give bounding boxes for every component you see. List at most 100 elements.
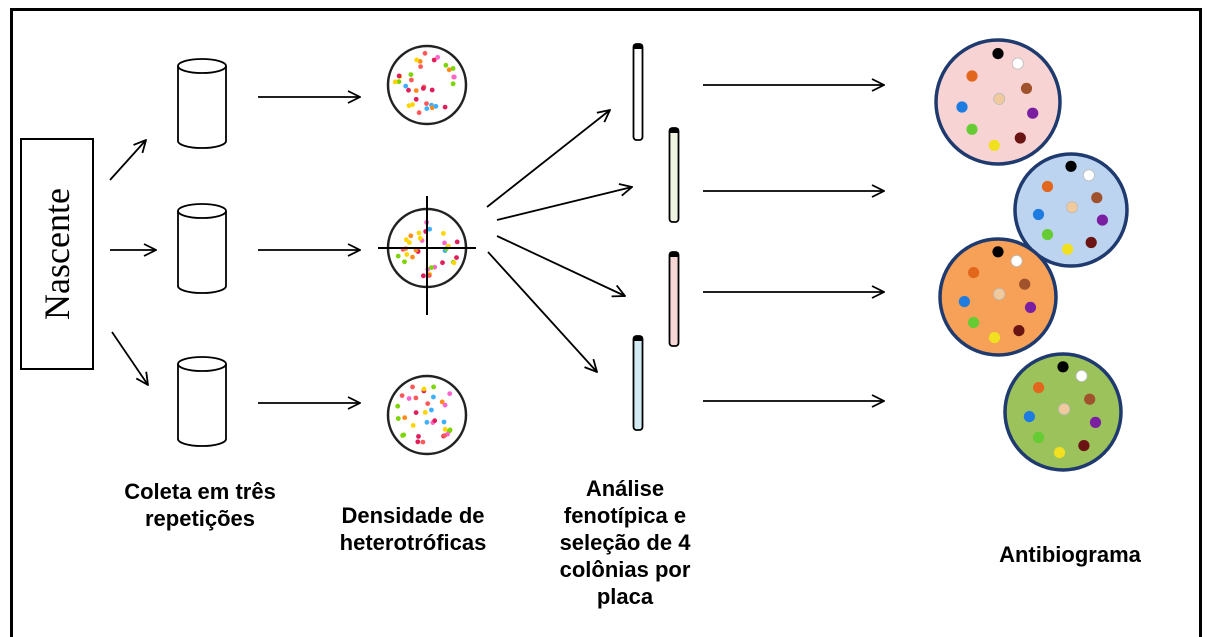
colony-dot bbox=[410, 102, 415, 107]
colony-dot bbox=[399, 393, 405, 398]
colony-dot bbox=[431, 384, 436, 390]
antibiogram-plate bbox=[938, 237, 1058, 357]
colony-tube bbox=[668, 127, 680, 223]
colony-dot bbox=[403, 83, 409, 89]
caption-collection-line: repetições bbox=[144, 506, 256, 531]
colony-dot bbox=[450, 81, 456, 87]
colony-dot bbox=[421, 386, 427, 392]
colony-dot bbox=[429, 87, 435, 93]
caption-antibiogram: Antibiograma bbox=[965, 541, 1175, 568]
density-plate bbox=[386, 374, 468, 456]
antibiogram-plate bbox=[1003, 352, 1123, 472]
colony-dot bbox=[433, 103, 439, 109]
colony-dot bbox=[413, 395, 419, 401]
colony-dot bbox=[402, 259, 407, 265]
colony-dot bbox=[442, 104, 448, 110]
isolated-colony-tubes bbox=[632, 43, 680, 431]
colony-dot bbox=[409, 77, 414, 83]
colony-dot bbox=[429, 265, 434, 270]
antibiotic-disc bbox=[966, 123, 978, 135]
colony-dot bbox=[422, 410, 428, 415]
colony-dot bbox=[404, 252, 410, 257]
colony-dot bbox=[416, 434, 421, 439]
colony-dot bbox=[431, 57, 437, 63]
colony-dot bbox=[400, 433, 405, 438]
colony-dot bbox=[420, 439, 426, 445]
colony-dot bbox=[410, 254, 415, 260]
colony-dot bbox=[454, 255, 459, 260]
antibiotic-disc bbox=[1053, 447, 1066, 459]
colony-dot bbox=[410, 423, 416, 428]
colony-dot bbox=[395, 403, 401, 409]
colony-dot bbox=[416, 230, 422, 236]
antibiotic-disc bbox=[1085, 236, 1097, 249]
colony-dot bbox=[440, 260, 445, 266]
colony-dot bbox=[442, 240, 447, 246]
caption-density-line: heterotróficas bbox=[339, 530, 487, 555]
colony-dot bbox=[431, 394, 436, 400]
arrow-source-to-cylinder-3 bbox=[111, 331, 148, 385]
antibiotic-disc bbox=[968, 316, 980, 329]
arrow-plate-to-tube-3 bbox=[496, 235, 625, 296]
colony-dot bbox=[447, 391, 453, 397]
antibiotic-disc bbox=[992, 48, 1004, 60]
antibiotic-disc bbox=[988, 139, 1000, 151]
colony-tube bbox=[632, 335, 644, 431]
colony-dot bbox=[429, 105, 435, 111]
antibiotic-disc bbox=[1075, 369, 1088, 382]
colony-dot bbox=[424, 101, 429, 106]
antibiotic-disc bbox=[1091, 192, 1103, 204]
colony-dot bbox=[406, 87, 411, 93]
collection-cylinder bbox=[177, 58, 227, 149]
antibiotic-disc bbox=[958, 296, 971, 308]
antibiotic-disc bbox=[993, 288, 1006, 301]
colony-dot bbox=[435, 54, 441, 60]
colony-dot bbox=[403, 237, 409, 243]
antibiotic-disc bbox=[992, 246, 1004, 258]
colony-dot bbox=[442, 433, 447, 439]
antibiotic-disc bbox=[1032, 208, 1045, 221]
antibiotic-disc bbox=[966, 70, 978, 82]
collection-cylinder bbox=[177, 203, 227, 294]
colony-dot bbox=[443, 62, 449, 68]
colony-dot bbox=[413, 410, 419, 415]
diagram-frame bbox=[10, 8, 1202, 637]
antibiotic-disc bbox=[1065, 160, 1077, 172]
caption-density: Densidade de heterotróficas bbox=[318, 502, 508, 556]
colony-dot bbox=[451, 260, 457, 266]
antibiotic-disc bbox=[1010, 254, 1023, 267]
arrow-plate-to-tube-2 bbox=[496, 187, 632, 221]
colony-dot bbox=[413, 96, 419, 102]
source-arrows bbox=[109, 140, 156, 385]
colony-dot bbox=[396, 79, 402, 85]
colony-dot bbox=[422, 50, 428, 56]
colony-dot bbox=[395, 416, 401, 421]
caption-phenotypic: Análise fenotípica e seleção de 4 colôni… bbox=[525, 475, 725, 610]
antibiotic-disc bbox=[1023, 411, 1035, 423]
colony-dot bbox=[429, 407, 434, 413]
tube-to-antibiogram-arrows bbox=[703, 85, 884, 401]
colony-dot bbox=[441, 419, 447, 425]
antibiotic-disc bbox=[1014, 132, 1026, 144]
caption-density-line: Densidade de bbox=[341, 503, 485, 528]
colony-dot bbox=[408, 233, 414, 239]
collection-cylinders bbox=[177, 58, 227, 447]
antibiotic-disc bbox=[968, 267, 980, 279]
colony-dot bbox=[424, 419, 430, 425]
antibiotic-disc bbox=[1019, 278, 1031, 290]
antibiogram-plates bbox=[934, 38, 1129, 472]
plate-crosshair bbox=[378, 196, 476, 315]
caption-phenotypic-line: seleção de 4 bbox=[559, 530, 691, 555]
caption-phenotypic-line: placa bbox=[596, 584, 654, 609]
colony-dot bbox=[406, 103, 412, 109]
antibiotic-disc bbox=[993, 92, 1006, 105]
antibiotic-disc bbox=[1041, 180, 1054, 193]
antibiotic-disc bbox=[1041, 229, 1054, 241]
antibiogram-plate bbox=[934, 38, 1062, 166]
density-plate bbox=[386, 44, 468, 126]
antibiotic-disc bbox=[1033, 431, 1045, 444]
colony-dot bbox=[396, 73, 402, 79]
antibiotic-disc bbox=[1058, 403, 1071, 416]
